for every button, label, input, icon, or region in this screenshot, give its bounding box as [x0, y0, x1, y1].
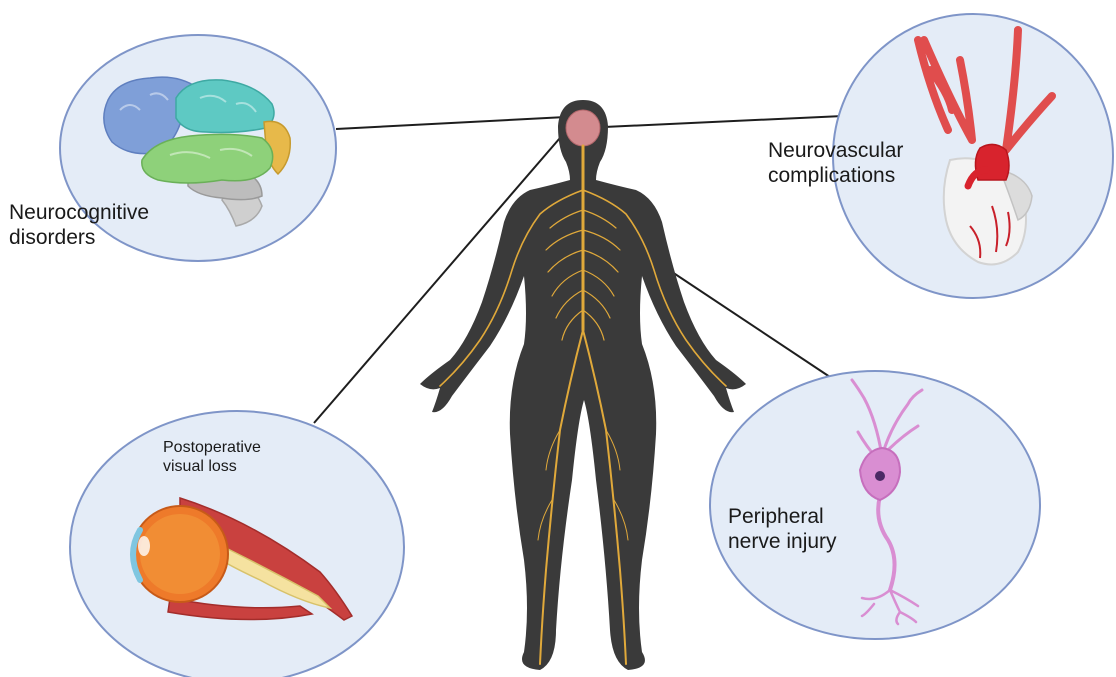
label-line: Neurocognitive: [9, 201, 149, 226]
label-postoperative-visual-loss: Postoperative visual loss: [163, 439, 261, 477]
label-line: Peripheral: [728, 505, 837, 530]
label-peripheral-nerve-injury: Peripheral nerve injury: [728, 505, 837, 555]
label-line: visual loss: [163, 458, 261, 477]
connector-neurovascular: [604, 116, 843, 127]
human-nervous-system-icon: [420, 100, 746, 670]
label-line: complications: [768, 164, 903, 189]
label-line: nerve injury: [728, 530, 837, 555]
label-neurovascular-complications: Neurovascular complications: [768, 139, 903, 189]
label-line: Neurovascular: [768, 139, 903, 164]
label-line: disorders: [9, 226, 149, 251]
label-neurocognitive-disorders: Neurocognitive disorders: [9, 201, 149, 251]
label-line: Postoperative: [163, 439, 261, 458]
connector-neurocognitive: [336, 117, 566, 129]
